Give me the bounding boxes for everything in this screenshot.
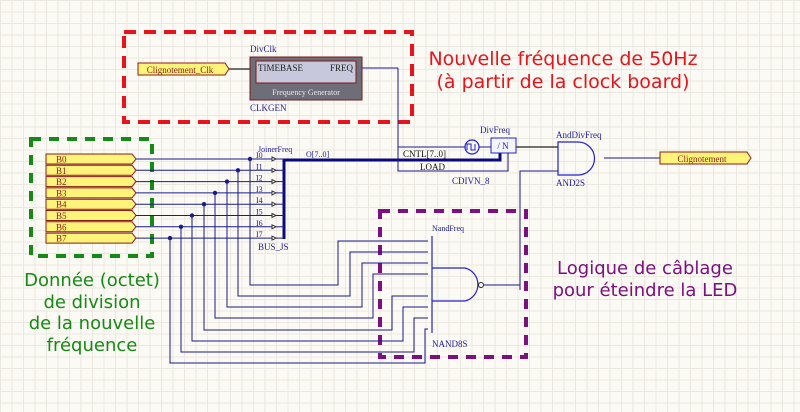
divider-pin-load: LOAD (420, 162, 445, 172)
bit-port-label: B3 (56, 188, 67, 198)
bit-port-b7[interactable]: B7 (45, 232, 137, 244)
pin-arrow-icon (271, 167, 278, 174)
divider-symbol: / N (497, 141, 509, 151)
joiner-pin-label: I5 (256, 208, 263, 217)
division-annotation-box (29, 137, 154, 258)
wire (191, 215, 428, 342)
division-annotation: Donnée (octet) de division de la nouvell… (12, 270, 172, 356)
logic-annotation-box (378, 209, 528, 359)
nand-gate-type: NAND8S (432, 339, 468, 349)
joiner-pin-label: I4 (256, 196, 263, 205)
and-gate[interactable]: AndDivFreq AND2S (556, 130, 602, 188)
joiner-output-pin: O[7..0] (306, 150, 329, 159)
joiner-pin-label: I0 (256, 151, 263, 160)
clkgen-name: DivClk (250, 44, 277, 54)
pin-arrow-icon (271, 212, 278, 219)
output-port-label: Clignotement (678, 154, 727, 164)
divider-name: DivFreq (480, 125, 510, 135)
and-gate-name: AndDivFreq (556, 130, 602, 140)
nand-gate-name: NandFreq (432, 224, 464, 233)
annotation-line: de la nouvelle (28, 313, 156, 335)
logic-annotation: Logique de câblage pour éteindre la LED (540, 258, 750, 301)
bit-port-label: B1 (56, 166, 67, 176)
joiner-pin-label: I6 (256, 219, 263, 228)
input-port-label: Clignotement_Clk (147, 65, 214, 75)
annotation-line: Nouvelle fréquence de 50Hz (428, 48, 698, 70)
pin-arrow-icon (271, 178, 278, 185)
nand-gate[interactable]: NandFreq NAND8S (431, 224, 484, 349)
pin-arrow-icon (271, 223, 278, 230)
divider-component[interactable]: DivFreq / N CNTL[7..0] LOAD CDIVN_8 (403, 125, 517, 186)
bit-port-b3[interactable]: B3 (45, 187, 137, 199)
bit-port-label: B2 (56, 177, 67, 187)
bit-port-b1[interactable]: B1 (45, 164, 137, 176)
bit-port-label: B6 (56, 222, 67, 232)
clkgen-pin-timebase: TIMEBASE (258, 63, 304, 73)
pin-arrow-icon (271, 235, 278, 241)
joiner-pin-label: I3 (256, 185, 263, 194)
annotation-line: (à partir de la clock board) (436, 70, 690, 93)
joiner-component[interactable]: JoinerFreq BUS_JS O[7..0] (258, 145, 329, 252)
annotation-line: pour éteindre la LED (552, 279, 738, 301)
frequency-annotation-box (122, 30, 414, 124)
clkgen-caption: Frequency Generator (272, 88, 340, 97)
wire (180, 226, 428, 353)
bit-port-b2[interactable]: B2 (45, 176, 137, 188)
pin-arrow-icon (271, 201, 278, 208)
output-port-clignotement[interactable]: Clignotement (659, 151, 752, 165)
bit-port-b5[interactable]: B5 (45, 210, 137, 222)
bit-port-b0[interactable]: B0 (45, 153, 137, 165)
input-port-clignotement-clk[interactable]: Clignotement_Clk (137, 62, 230, 76)
bit-port-label: B7 (56, 234, 67, 244)
wire (249, 159, 428, 286)
annotation-line: Logique de câblage (557, 258, 733, 279)
bit-port-label: B5 (56, 211, 67, 221)
wire (203, 204, 428, 331)
wire (226, 181, 428, 308)
frequency-annotation: Nouvelle fréquence de 50Hz (à partir de … (418, 48, 708, 94)
joiner-pin-label: I1 (256, 162, 263, 171)
clkgen-type: CLKGEN (250, 103, 287, 113)
annotation-line: de division (43, 291, 141, 313)
pin-arrow-icon (271, 156, 278, 162)
divider-pin-cntl: CNTL[7..0] (403, 149, 446, 159)
wires (136, 156, 428, 364)
wire (214, 192, 428, 319)
divider-type: CDIVN_8 (452, 176, 490, 186)
wire (237, 170, 428, 297)
joiner-pin-label: I7 (256, 230, 263, 239)
bit-port-b4[interactable]: B4 (45, 198, 137, 210)
joiner-type: BUS_JS (258, 242, 289, 252)
clkgen-component[interactable]: DivClk TIMEBASE FREQ Frequency Generator… (249, 44, 363, 113)
wire (169, 238, 428, 364)
annotation-line: Donnée (octet) (24, 270, 160, 291)
joiner-name: JoinerFreq (258, 145, 292, 154)
and-gate-type: AND2S (556, 178, 585, 188)
bit-port-b6[interactable]: B6 (45, 221, 137, 233)
bit-port-label: B4 (56, 200, 67, 210)
joiner-pin-label: I2 (256, 174, 263, 183)
bit-port-label: B0 (56, 155, 67, 165)
clkgen-pin-freq: FREQ (330, 63, 354, 73)
annotation-line: fréquence (46, 334, 138, 356)
pin-arrow-icon (271, 190, 278, 196)
